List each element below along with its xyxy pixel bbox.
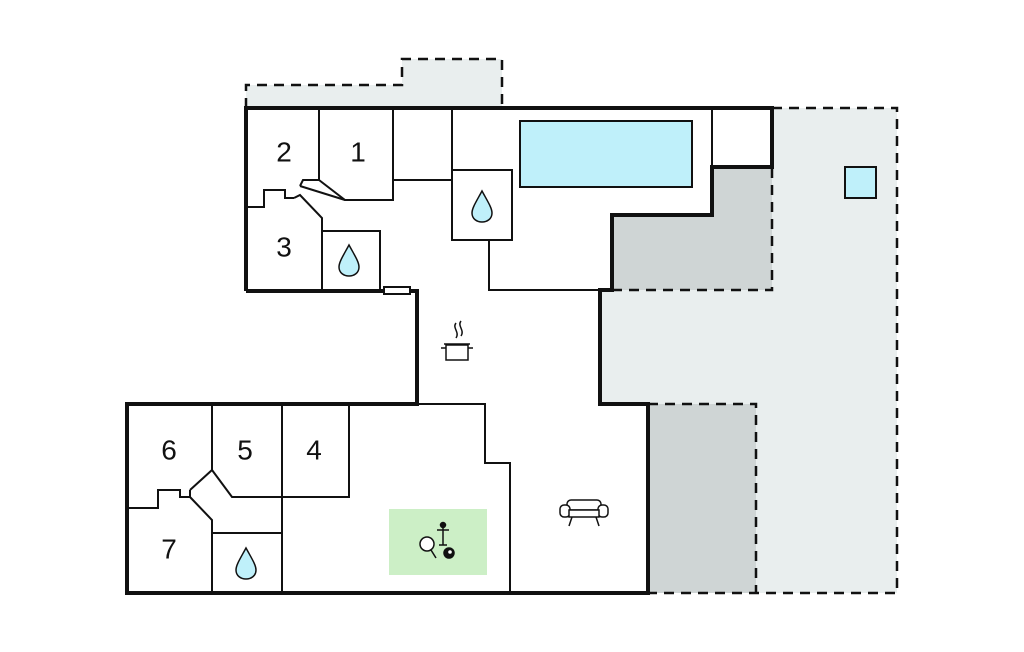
room-number-4: 4 [306, 434, 322, 465]
room-number-5: 5 [237, 434, 253, 465]
covered-upper-outline [612, 168, 774, 292]
cooking-pot-icon [441, 320, 473, 361]
covered-terrace-upper [612, 168, 772, 290]
water-drop-icon [471, 189, 493, 223]
room-number-1: 1 [350, 136, 366, 167]
room-number-6: 6 [161, 434, 177, 465]
room-number-2: 2 [276, 136, 292, 167]
terrace-top-outline [244, 57, 504, 108]
water-drop-icon [235, 546, 257, 580]
hot-tub [844, 166, 877, 199]
games-icon [419, 521, 455, 559]
games-area [389, 509, 487, 575]
outdoor-areas [246, 59, 897, 593]
water-drop-icon [338, 243, 360, 277]
terrace-outlines [244, 57, 899, 595]
sofa-icon [559, 499, 609, 527]
terrace-right-outline [648, 106, 899, 595]
room-number-3: 3 [276, 231, 292, 262]
room-number-7: 7 [161, 533, 177, 564]
room-labels: 1 2 3 4 5 6 7 [161, 136, 366, 564]
covered-terrace-lower [648, 404, 756, 593]
swimming-pool [519, 120, 693, 188]
covered-lower-outline [648, 402, 758, 593]
terrace-top-left [246, 59, 502, 108]
interior-walls [127, 108, 713, 593]
window [383, 286, 411, 295]
